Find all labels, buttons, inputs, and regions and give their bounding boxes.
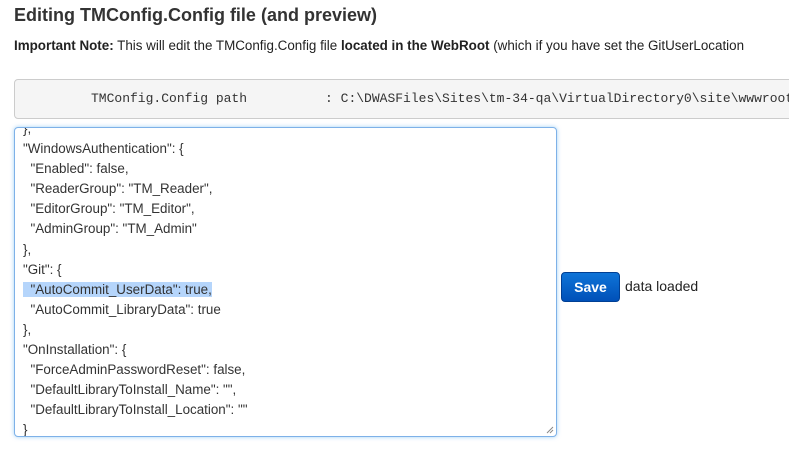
editor-line: }, [23, 241, 32, 257]
config-path-box: TMConfig.Config path : C:\DWASFiles\Site… [14, 79, 789, 119]
important-note: Important Note: This will edit the TMCon… [14, 38, 744, 53]
editor-content: }, "WindowsAuthentication": { "Enabled": … [23, 127, 248, 437]
editor-line: "AutoCommit_UserData": true, [23, 280, 247, 300]
editor-line: "ForceAdminPasswordReset": false, [23, 362, 246, 378]
editor-line: "DefaultLibraryToInstall_Location": "" [23, 402, 248, 418]
config-editor-textarea[interactable]: }, "WindowsAuthentication": { "Enabled": … [14, 127, 557, 437]
config-path-text: TMConfig.Config path : C:\DWASFiles\Site… [91, 91, 789, 106]
editor-line: "Enabled": false, [23, 161, 129, 177]
status-text: data loaded [625, 278, 699, 294]
editor-line: }, [23, 127, 32, 136]
editor-line: "Git": { [23, 261, 62, 277]
page-title: Editing TMConfig.Config file (and previe… [14, 5, 377, 25]
note-label: Important Note: [14, 38, 114, 53]
editor-line: "DefaultLibraryToInstall_Name": "", [23, 382, 237, 398]
editor-line: } [23, 422, 28, 437]
editor-line: "EditorGroup": "TM_Editor", [23, 201, 195, 217]
editor-line: "AdminGroup": "TM_Admin" [23, 221, 197, 237]
editor-line: }, [23, 321, 32, 337]
editor-line: "OnInstallation": { [23, 342, 127, 358]
editor-line: "AutoCommit_LibraryData": true [23, 301, 221, 317]
note-bold-webroot: located in the WebRoot [340, 38, 490, 53]
selected-text: "AutoCommit_UserData": true, [23, 281, 212, 297]
save-button[interactable]: Save [561, 272, 620, 302]
note-text-1: This will edit the TMConfig.Config file [113, 38, 341, 53]
editor-line: "ReaderGroup": "TM_Reader", [23, 181, 213, 197]
note-text-2: (which if you have set the GitUserLocati… [489, 38, 745, 53]
resize-grip-icon[interactable] [546, 426, 554, 434]
editor-line: "WindowsAuthentication": { [23, 141, 184, 157]
